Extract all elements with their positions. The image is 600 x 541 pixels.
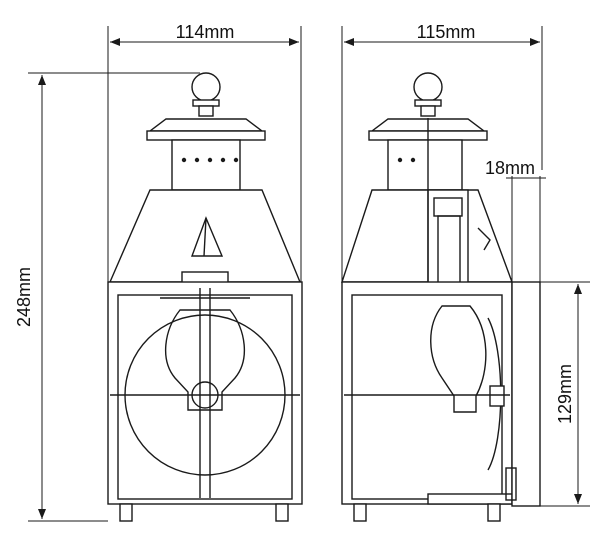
bracket-clip <box>505 467 517 501</box>
side-view <box>341 72 541 522</box>
right-foot <box>275 503 289 522</box>
side-left-foot <box>353 503 367 522</box>
dimension-front-width: 114mm <box>107 22 302 282</box>
glass-panel <box>117 294 293 500</box>
finial-ball <box>191 72 221 102</box>
bracket-projection-label: 18mm <box>485 158 535 178</box>
side-base <box>427 493 513 505</box>
cap-rim <box>146 130 266 141</box>
side-bulb <box>430 305 487 413</box>
dimension-side-width: 115mm <box>341 22 543 282</box>
front-width-label: 114mm <box>176 22 235 42</box>
roof-emblem <box>190 216 224 257</box>
front-view <box>107 72 303 522</box>
side-finial-ball <box>413 72 443 102</box>
vent-holes <box>181 157 239 163</box>
finial-neck <box>198 105 214 117</box>
backplate-height-label: 129mm <box>555 364 575 424</box>
side-vent-holes <box>397 157 416 163</box>
height-label: 248mm <box>14 267 34 327</box>
side-lantern-body <box>341 281 513 505</box>
left-foot <box>119 503 133 522</box>
side-chimney <box>387 139 463 191</box>
bulb <box>164 309 246 411</box>
side-right-foot <box>487 503 501 522</box>
dimension-bracket-projection: 18mm <box>485 158 546 282</box>
finial-collar <box>192 99 220 107</box>
side-width-label: 115mm <box>417 22 476 42</box>
dimension-backplate-height: 129mm <box>540 281 590 507</box>
top-cap <box>147 118 265 132</box>
dimension-height: 248mm <box>14 72 200 522</box>
chimney <box>171 139 241 191</box>
side-lamp-holder <box>489 385 505 407</box>
